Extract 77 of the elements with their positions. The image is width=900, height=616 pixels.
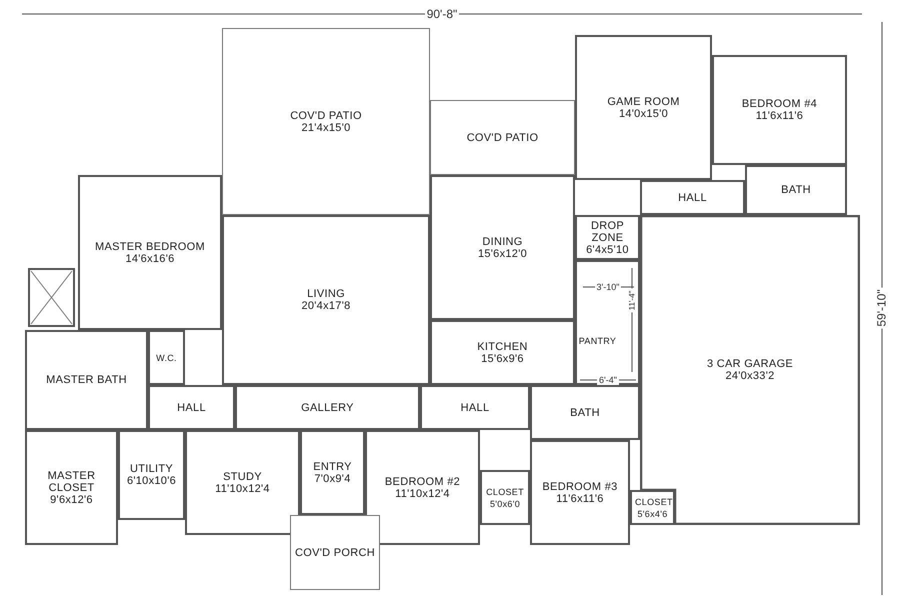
room-size: 14'6x16'6 [125, 252, 175, 264]
room-name: W.C. [156, 352, 177, 364]
room-outline [365, 430, 480, 545]
room-size: 15'6x9'6 [481, 352, 524, 364]
room-size: 14'0x15'0 [618, 108, 668, 120]
room-outline [480, 470, 530, 525]
room-outline [530, 385, 640, 440]
room-outline [430, 175, 575, 320]
room-name: MASTER CLOSET [46, 470, 96, 494]
dimension-label: 11'-4" [628, 288, 636, 312]
room-name: BEDROOM #3 [542, 480, 618, 492]
room-name: GAME ROOM [607, 96, 680, 108]
room-size: 11'10x12'4 [395, 488, 450, 500]
room-outline [148, 330, 185, 385]
room-name: BEDROOM #4 [742, 98, 818, 110]
room-outline [25, 430, 118, 545]
dimension-label: 6'-4" [597, 375, 619, 385]
room-name: BATH [781, 184, 811, 196]
room-name: PANTRY [578, 334, 616, 346]
room-name: HALL [460, 402, 490, 414]
room-outline [745, 165, 847, 215]
room-outline [25, 330, 148, 430]
room-name: COV'D PATIO [466, 132, 538, 144]
room-name: LIVING [307, 288, 345, 300]
room-outline [300, 430, 365, 515]
patio-outline [430, 100, 575, 175]
room-outline [575, 215, 640, 260]
room-size: 7'0x9'4 [314, 472, 351, 484]
patio-outline [290, 515, 380, 590]
patio-outline [222, 28, 430, 215]
room-outline [148, 385, 235, 430]
room-outline [640, 180, 745, 215]
room-name: DINING [482, 236, 523, 248]
room-outline [712, 55, 847, 165]
room-outline [575, 260, 640, 385]
room-name: MASTER BATH [46, 374, 127, 386]
room-name: ENTRY [313, 460, 352, 472]
dimension-label: 90'-8" [424, 7, 460, 21]
dimension-label: 3'-10" [594, 282, 622, 292]
room-outline [420, 385, 530, 430]
room-name: UTILITY [130, 463, 174, 475]
room-size: 6'4x5'10 [586, 244, 629, 256]
room-name: GALLERY [301, 402, 354, 414]
room-outline [78, 175, 222, 330]
room-size: 5'6x4'6 [637, 508, 668, 520]
room-name: CLOSET [635, 496, 670, 508]
room-size: 11'6x11'6 [556, 492, 604, 504]
room-outline [630, 490, 675, 525]
room-name: COV'D PATIO [290, 110, 362, 122]
room-name: BATH [570, 406, 600, 418]
room-name: STUDY [223, 470, 262, 482]
room-size: 6'10x10'6 [126, 475, 176, 487]
room-size: 11'10x12'4 [215, 482, 270, 494]
room-name: MASTER BEDROOM [95, 240, 205, 252]
room-size: 9'6x12'6 [50, 494, 93, 506]
room-size: 24'0x33'2 [725, 370, 775, 382]
room-name: CLOSET [486, 486, 524, 498]
room-outline [185, 430, 300, 535]
room-name: HALL [678, 192, 707, 204]
room-size: 20'4x17'8 [301, 300, 351, 312]
room-name: COV'D PORCH [295, 546, 375, 558]
room-outline [222, 215, 430, 385]
room-outline [530, 440, 630, 545]
room-size: 21'4x15'0 [301, 122, 351, 134]
dimension-label: 59'-10" [875, 287, 889, 329]
room-name: DROP ZONE [590, 220, 625, 244]
room-name: HALL [177, 402, 206, 414]
room-name: 3 CAR GARAGE [706, 358, 794, 370]
room-name: BEDROOM #2 [384, 476, 460, 488]
room-size: 5'0x6'0 [490, 498, 520, 510]
room-size: 11'6x11'6 [756, 110, 804, 122]
room-outline [430, 320, 575, 385]
room-size: 15'6x12'0 [478, 248, 528, 260]
room-name: KITCHEN [477, 340, 528, 352]
room-outline [575, 35, 712, 180]
room-outline [235, 385, 420, 430]
room-outline [118, 430, 185, 520]
